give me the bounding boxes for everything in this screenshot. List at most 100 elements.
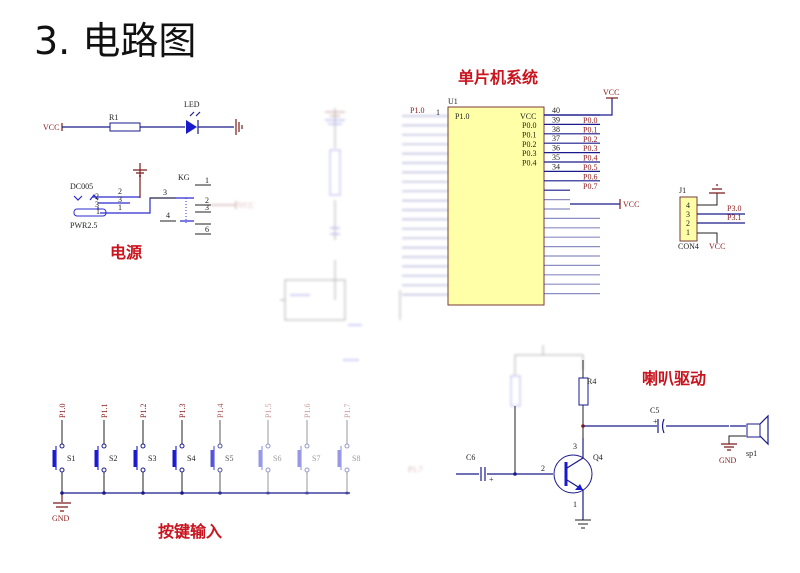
led-circuit: VCC R1 LED [43, 100, 243, 135]
port-label: P1.0 [58, 404, 67, 418]
pin-number: 39 [552, 115, 560, 124]
pin-number: 37 [552, 134, 560, 143]
p30-label: P3.0 [727, 204, 741, 213]
pin-label: 2 [118, 187, 122, 196]
port-label: P0.3 [583, 144, 597, 153]
kg-label: KG [178, 173, 190, 182]
pin-label: VCC [520, 112, 536, 121]
pin-label: P1.0 [455, 112, 469, 121]
vcc-label: VCC [623, 200, 639, 209]
switch-label: S5 [225, 454, 233, 463]
port-label: P1.5 [264, 404, 273, 418]
p31-label: P3.1 [727, 213, 741, 222]
mcu-circuit: U1 P1.0 1 P1.0 VCC 40393837363534P0.0P0.… [280, 88, 639, 361]
page-title: 3. 电路图 [34, 19, 197, 63]
pin-label: P1.0 [410, 106, 424, 115]
section-power: 电源 [110, 243, 142, 262]
push-button-6: P1.5S6 [258, 404, 281, 495]
switch-label: S2 [109, 454, 117, 463]
q4-label: Q4 [593, 453, 603, 462]
port-label: P1.2 [139, 404, 148, 418]
pin-label: 3 [686, 210, 690, 219]
vcc-label: VCC [603, 88, 619, 97]
port-label: P0.2 [583, 135, 597, 144]
port-label: P1.1 [100, 404, 109, 418]
push-button-5: P1.4S5 [210, 404, 233, 495]
pin-number: 36 [552, 144, 560, 153]
port-label: P0.5 [583, 163, 597, 172]
j1-label: J1 [679, 186, 686, 195]
push-button-8: P1.7S8 [337, 404, 360, 495]
section-keys: 按键输入 [158, 522, 222, 541]
port-label: P1.6 [303, 404, 312, 418]
transistor-q4 [553, 454, 593, 494]
pin-label: 3 [95, 200, 99, 209]
connector-j1: J1 4 3 2 1 P3.0 P3.1 CON4 VCC [678, 184, 745, 251]
dc005-label: DC005 [70, 182, 93, 191]
switch-label: S4 [187, 454, 195, 463]
power-circuit: DC005 PWR2.5 2 3 1 2 3 1 KG 3 4 1 2 3 6 … [70, 163, 254, 235]
pin-label: 3 [573, 442, 577, 451]
gnd-label: GND [52, 514, 70, 523]
r1-label: R1 [109, 113, 118, 122]
led-diode-icon [186, 120, 197, 134]
speaker-icon [759, 414, 769, 446]
port-label: P0.4 [583, 154, 597, 163]
push-button-4: P1.3S4 [172, 404, 195, 495]
pwr-label: PWR2.5 [70, 221, 97, 230]
section-speaker: 喇叭驱动 [642, 369, 706, 388]
pin-label: P0.3 [522, 149, 536, 158]
pin-label: 2 [541, 464, 545, 473]
push-button-3: P1.2S3 [133, 404, 156, 495]
pin-label: 1 [96, 207, 100, 216]
pin-label: P0.0 [522, 121, 536, 130]
pin-label: 4 [166, 211, 170, 220]
port-label: P0.1 [583, 125, 597, 134]
pin-label: 1 [436, 108, 440, 117]
vcc-label: VCC [238, 201, 254, 210]
pin-label: 3 [205, 203, 209, 212]
resistor-r1 [109, 122, 141, 132]
vcc-label: VCC [709, 242, 725, 251]
ground-icon [235, 119, 243, 135]
pin-label: P0.4 [522, 159, 536, 168]
c6-label: C6 [466, 453, 475, 462]
sp1-label: sp1 [746, 449, 757, 458]
pin-label: 1 [205, 176, 209, 185]
resistor-r4 [578, 377, 589, 406]
pin-number: 35 [552, 153, 560, 162]
plus-label: + [489, 475, 494, 484]
pin-label: 3 [118, 195, 122, 204]
port-label: P0.6 [583, 172, 597, 181]
section-mcu: 单片机系统 [458, 68, 538, 87]
u1-label: U1 [448, 97, 458, 106]
port-label: P1.3 [178, 404, 187, 418]
push-button-2: P1.1S2 [94, 404, 117, 495]
gnd-label: GND [719, 456, 737, 465]
pin-label: 2 [95, 192, 99, 201]
pin-label: 1 [118, 203, 122, 212]
push-button-7: P1.6S7 [297, 404, 320, 495]
port-label: P0.7 [583, 182, 597, 191]
port-label: P1.4 [216, 404, 225, 418]
pin-label: 3 [163, 188, 167, 197]
mcu-chip-u1 [447, 106, 545, 306]
plus-label: + [653, 417, 658, 426]
r4-label: R4 [587, 377, 596, 386]
pin-label: 4 [686, 201, 690, 210]
pin-label: 1 [573, 500, 577, 509]
pin-label: P0.1 [522, 130, 536, 139]
led-label: LED [184, 100, 200, 109]
pin-number: 34 [552, 162, 560, 171]
pin-label: 2 [205, 196, 209, 205]
push-button-1: P1.0S1 [52, 404, 75, 495]
pin-number: 38 [552, 125, 560, 134]
pin-label: P0.2 [522, 140, 536, 149]
ground-icon [133, 163, 147, 198]
switch-label: S6 [273, 454, 281, 463]
switch-label: S1 [67, 454, 75, 463]
pin-label: 2 [686, 219, 690, 228]
port-label: P0.0 [583, 116, 597, 125]
input-label: P1.7 [408, 465, 422, 474]
c5-label: C5 [650, 406, 659, 415]
